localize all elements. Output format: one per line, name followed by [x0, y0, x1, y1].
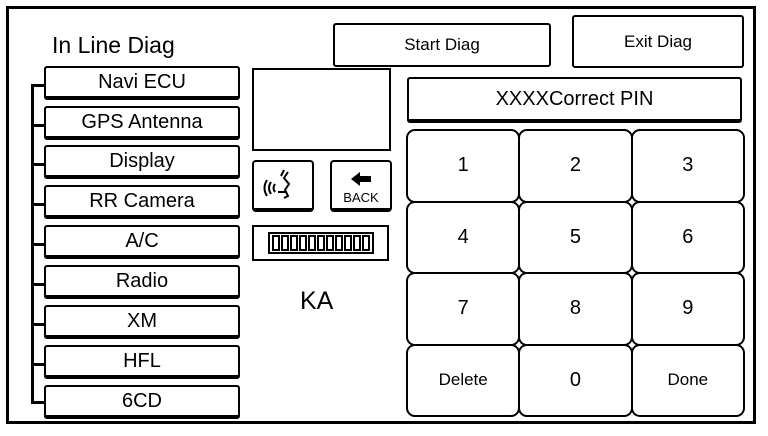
sidebar-item-6cd[interactable]: 6CD: [44, 385, 240, 419]
sidebar-item-radio[interactable]: Radio: [44, 265, 240, 299]
tree-connector-tick: [31, 163, 44, 166]
progress-segment: [307, 235, 316, 251]
progress-segment: [325, 235, 334, 251]
key-1[interactable]: 1: [406, 129, 521, 203]
key-done[interactable]: Done: [630, 343, 745, 417]
progress-segment: [289, 235, 298, 251]
tree-connector-tick: [31, 243, 44, 246]
progress-segment: [361, 235, 370, 251]
voice-recognition-icon: [263, 169, 291, 199]
progress-segment: [334, 235, 343, 251]
key-delete[interactable]: Delete: [406, 343, 521, 417]
page-title: In Line Diag: [52, 32, 175, 58]
progress-segment: [352, 235, 361, 251]
tree-connector-tick: [31, 283, 44, 286]
sidebar-item-rr-camera[interactable]: RR Camera: [44, 185, 240, 219]
exit-diag-button[interactable]: Exit Diag: [572, 15, 744, 68]
key-2[interactable]: 2: [518, 129, 633, 203]
back-label: BACK: [343, 190, 379, 205]
tree-connector-tick: [31, 401, 44, 404]
key-4[interactable]: 4: [406, 200, 521, 274]
status-text: KA: [300, 287, 334, 315]
tree-connector-tick: [31, 363, 44, 366]
back-button[interactable]: BACK: [330, 160, 392, 212]
key-7[interactable]: 7: [406, 272, 521, 346]
keypad: 1 2 3 4 5 6 7 8 9 Delete 0 Done: [406, 129, 745, 417]
tree-connector-tick: [31, 203, 44, 206]
progress-segment: [298, 235, 307, 251]
key-6[interactable]: 6: [630, 200, 745, 274]
key-0[interactable]: 0: [518, 343, 633, 417]
preview-panel: [252, 68, 391, 151]
sidebar-item-gps-antenna[interactable]: GPS Antenna: [44, 106, 240, 140]
pin-display: XXXXCorrect PIN: [407, 77, 742, 123]
progress-segment: [280, 235, 289, 251]
voice-button[interactable]: [252, 160, 314, 212]
screen-frame: [6, 6, 756, 424]
tree-connector-tick: [31, 84, 44, 87]
tree-connector-tick: [31, 124, 44, 127]
sidebar-item-navi-ecu[interactable]: Navi ECU: [44, 66, 240, 100]
sidebar-item-hfl[interactable]: HFL: [44, 345, 240, 379]
sidebar-item-xm[interactable]: XM: [44, 305, 240, 339]
progress-segment: [343, 235, 352, 251]
progress-segments: [267, 232, 374, 254]
key-5[interactable]: 5: [518, 200, 633, 274]
progress-segment: [316, 235, 325, 251]
key-8[interactable]: 8: [518, 272, 633, 346]
key-3[interactable]: 3: [630, 129, 745, 203]
progress-segment: [271, 235, 280, 251]
sidebar-item-display[interactable]: Display: [44, 145, 240, 179]
sidebar-item-ac[interactable]: A/C: [44, 225, 240, 259]
start-diag-button[interactable]: Start Diag: [333, 23, 551, 67]
tree-connector-tick: [31, 323, 44, 326]
progress-indicator: [252, 225, 389, 261]
key-9[interactable]: 9: [630, 272, 745, 346]
back-arrow-icon: [351, 172, 371, 186]
